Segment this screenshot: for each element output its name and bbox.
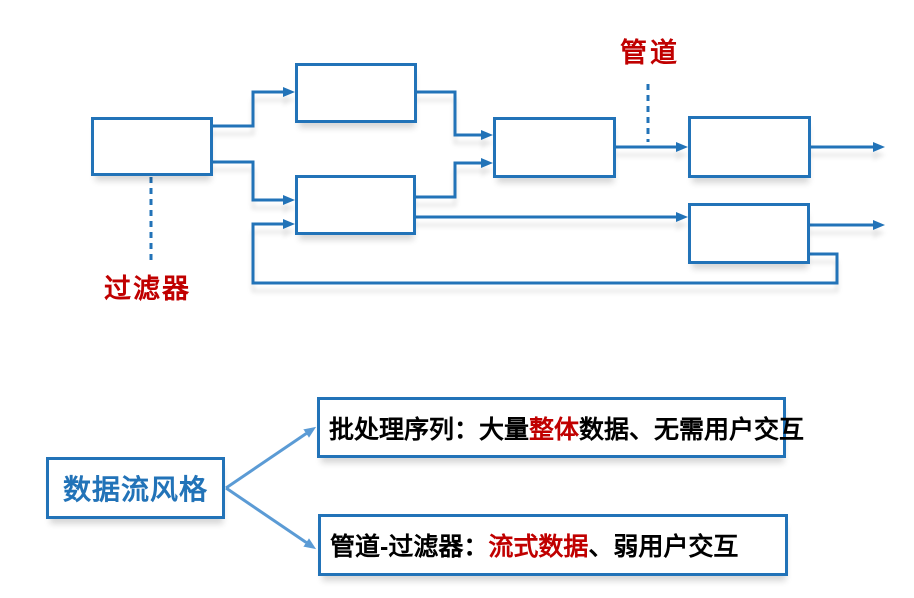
filter-box-middle (295, 175, 416, 235)
branch-pipe-text-prefix: 管道-过滤器： (330, 533, 489, 561)
branch-arrow-batch (225, 426, 317, 490)
filter-annotation-label: 过滤器 (104, 274, 191, 304)
dataflow-style-root-box: 数据流风格 (46, 457, 225, 519)
connector-source-to-upper-filter (212, 87, 295, 128)
filter-box-output-upper (688, 116, 811, 178)
branch-pipe-text-highlight: 流式数据 (488, 533, 589, 561)
filter-box-upper (295, 63, 417, 123)
branch-box-pipe-filter: 管道-过滤器：流式数据、弱用户交互 (318, 514, 788, 576)
branch-batch-text-highlight: 整体 (529, 415, 580, 444)
branch-batch-text-suffix: 数据、无需用户交互 (579, 415, 805, 444)
branch-pipe-text-suffix: 、弱用户交互 (588, 533, 739, 561)
filter-box-merge (493, 117, 616, 178)
dataflow-style-root-label: 数据流风格 (62, 474, 208, 505)
branch-batch-text-prefix: 批处理序列：大量 (329, 415, 530, 444)
pipe-annotation-label: 管道 (620, 38, 680, 68)
connector-source-to-middle-filter (212, 160, 295, 205)
connector-middle-filter-to-merge-filter (415, 158, 493, 199)
branch-arrow-pipe-filter (225, 486, 317, 550)
connector-upper-filter-to-merge-filter (416, 90, 493, 140)
filter-box-source (91, 117, 213, 176)
filter-box-output-lower (688, 203, 810, 264)
branch-box-batch: 批处理序列：大量整体数据、无需用户交互 (317, 397, 804, 458)
